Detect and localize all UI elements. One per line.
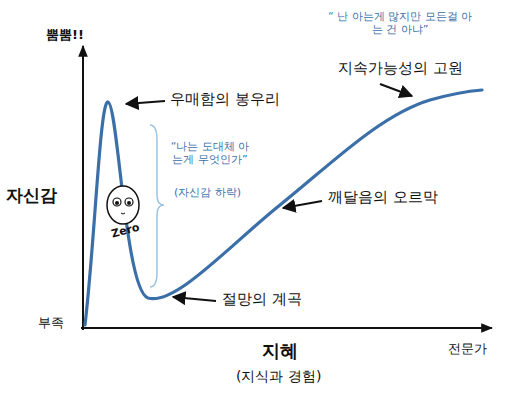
x-axis-subtitle: (지식과 경험) — [236, 368, 321, 385]
y-axis — [82, 46, 84, 330]
confidence-curve — [85, 90, 482, 325]
pointer-arrow — [126, 101, 165, 104]
face-caption: Zero — [110, 221, 141, 241]
y-axis-title: 자신감 — [6, 185, 57, 205]
quote-note: “나는 도대체 아는게 무엇인가” — [170, 140, 250, 166]
x-axis-title: 지혜 — [262, 340, 298, 362]
axis-end-label: 전문가 — [448, 341, 487, 357]
quote-note: “ 난 아는게 많지만 모든걸 아는 건 아냐” — [325, 10, 475, 36]
curly-bracket — [150, 125, 164, 287]
pointer-arrow — [380, 84, 412, 96]
axis-top-label: 뿜뿜!! — [46, 27, 84, 43]
pointer-arrow — [173, 297, 216, 301]
stage-label: 절망의 계곡 — [222, 290, 302, 308]
stage-label: 지속가능성의 고원 — [338, 59, 463, 77]
x-axis — [81, 327, 492, 329]
note-text: (자신감 하락) — [174, 186, 241, 199]
pointer-arrow — [283, 201, 322, 208]
stage-label: 우매함의 봉우리 — [170, 90, 280, 108]
face-doodle — [107, 186, 139, 224]
axis-bottom-label: 부족 — [38, 315, 64, 331]
stage-label: 깨달음의 오르막 — [328, 188, 438, 206]
